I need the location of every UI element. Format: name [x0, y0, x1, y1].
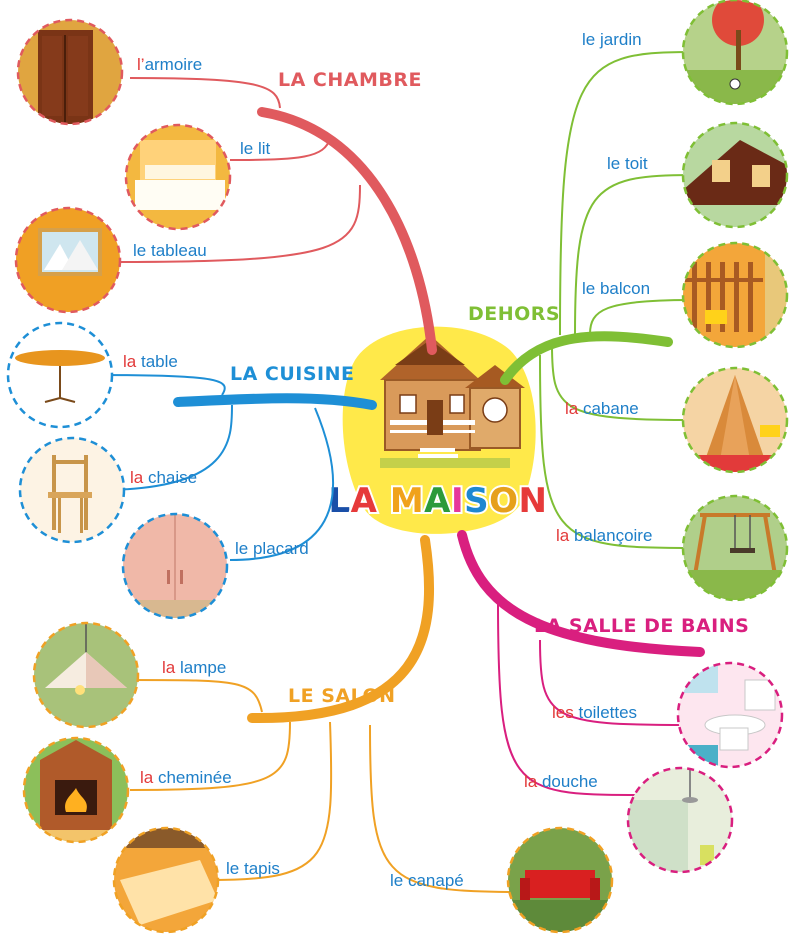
label-toit: le toit [607, 154, 648, 173]
branch-dehors [500, 331, 673, 385]
label-canape: le canapé [390, 871, 464, 890]
title-letter: I [451, 481, 464, 521]
cupboard-icon [121, 512, 229, 620]
connector-lit [229, 137, 331, 161]
label-placard: le placard [235, 539, 309, 558]
label-cabane: la cabane [565, 399, 639, 418]
label-lampe: la lampe [162, 658, 226, 677]
center-node [342, 326, 536, 534]
label-tableau: le tableau [133, 241, 207, 260]
connector-placard [229, 407, 335, 561]
word-labels: l’armoire le lit le tableau la table la … [123, 30, 652, 890]
hut-icon [681, 366, 789, 474]
swing-icon [681, 494, 789, 602]
label-lit: le lit [240, 139, 271, 158]
title-letter: A [424, 481, 451, 521]
page-title: LA MAISON [328, 481, 547, 521]
chair-icon [18, 436, 126, 544]
category-cuisine: LA CUISINE [230, 363, 355, 385]
category-dehors: DEHORS [468, 303, 560, 325]
shower-icon [626, 766, 734, 874]
connector-lampe [129, 679, 263, 713]
label-table: la table [123, 352, 178, 371]
lamp-icon [32, 621, 140, 729]
title-letter: N [519, 481, 548, 521]
branch-chambre [257, 107, 437, 355]
title-letter: L [328, 481, 350, 521]
category-salon: LE SALON [288, 685, 396, 707]
connector-balancoire [539, 354, 691, 549]
label-jardin: le jardin [582, 30, 642, 49]
connector-table [99, 374, 226, 396]
connector-toit [574, 174, 691, 336]
connector-douche [497, 599, 637, 796]
category-chambre: LA CHAMBRE [278, 69, 422, 91]
connector-chaise [99, 404, 233, 491]
sofa-icon [506, 826, 614, 934]
house-icon [380, 335, 525, 468]
connector-balcon [589, 299, 691, 335]
painting-icon [14, 206, 122, 314]
label-toilettes: les toilettes [552, 703, 637, 722]
label-balcon: le balcon [582, 279, 650, 298]
category-salle: LA SALLE DE BAINS [534, 615, 749, 637]
connector-canape [369, 724, 521, 893]
title-letter: S [464, 481, 489, 521]
label-armoire: l’armoire [137, 55, 202, 74]
connector-cheminee [129, 721, 291, 791]
branch-salle [457, 530, 705, 657]
connector-jardin [559, 51, 691, 336]
connectors [99, 51, 691, 893]
connector-armoire [129, 77, 281, 109]
connector-tapis [209, 721, 333, 881]
label-cheminee: la cheminée [140, 768, 232, 787]
branch-cuisine [173, 393, 377, 410]
connector-tableau [109, 184, 361, 263]
title-letter [377, 481, 389, 521]
garden-icon [681, 0, 789, 106]
label-chaise: la chaise [130, 468, 197, 487]
title-letter: M [390, 481, 424, 521]
wardrobe-icon [16, 18, 124, 126]
fireplace-icon [22, 736, 130, 844]
label-douche: la douche [524, 772, 598, 791]
roof-icon [681, 121, 789, 229]
connector-cabane [551, 344, 691, 421]
connector-toilettes [539, 639, 689, 726]
rug-icon [112, 826, 220, 934]
branch-salon [247, 535, 435, 724]
title-letter: A [351, 481, 378, 521]
balcony-icon [681, 241, 789, 349]
toilet-icon [676, 661, 784, 769]
label-balancoire: la balançoire [556, 526, 652, 545]
table-icon [6, 321, 114, 429]
title-letter: O [489, 481, 518, 521]
label-tapis: le tapis [226, 859, 280, 878]
bed-icon [124, 123, 232, 231]
